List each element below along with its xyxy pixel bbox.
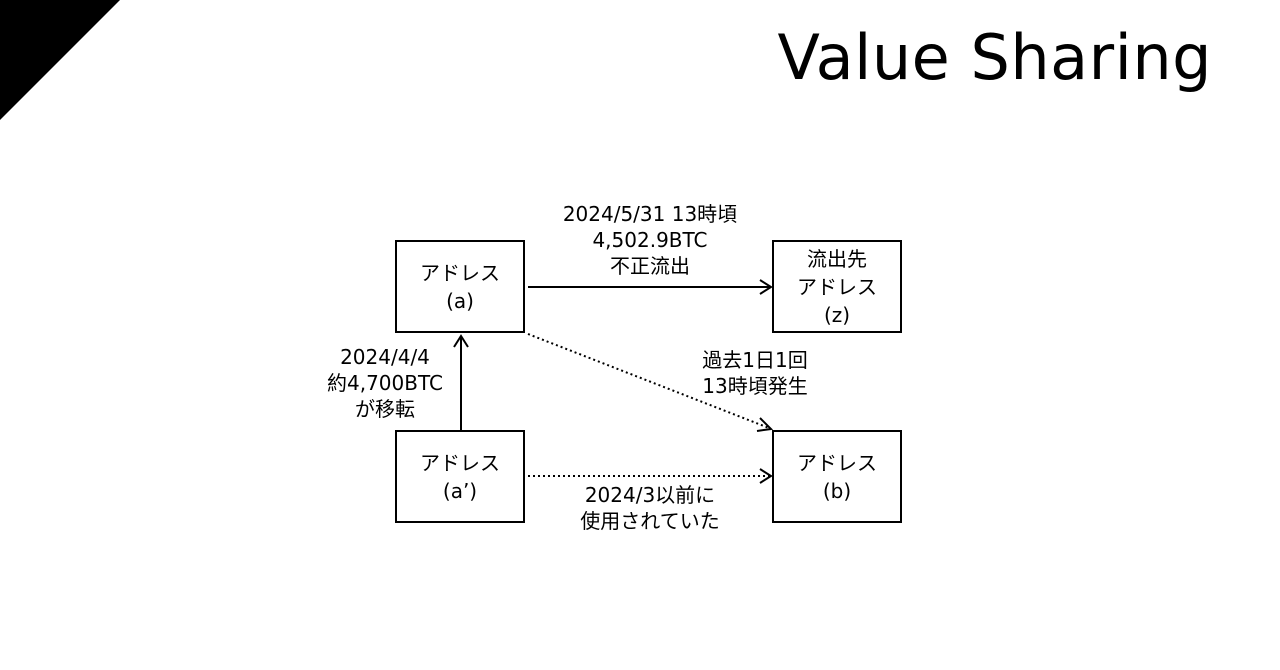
node-address-a-prime-label: アドレス xyxy=(420,450,500,475)
node-address-z-label: アドレス xyxy=(797,274,877,299)
edge-label-a-to-z-date: 2024/5/31 13時頃 xyxy=(562,202,738,226)
edge-label-aprime-to-b-date: 2024/3以前に xyxy=(584,483,716,507)
arrow-head-a-to-b xyxy=(756,417,774,432)
node-address-z-id: (z) xyxy=(823,302,851,327)
edge-label-a-to-b: 過去1日1回 13時頃発生 xyxy=(680,347,830,399)
node-address-a: アドレス (a) xyxy=(395,240,525,333)
corner-triangle-decoration xyxy=(0,0,120,120)
node-address-a-prime: アドレス (a’) xyxy=(395,430,525,523)
node-address-b: アドレス (b) xyxy=(772,430,902,523)
edge-label-aprime-to-b: 2024/3以前に 使用されていた xyxy=(560,482,740,534)
edge-label-aprime-to-a-date: 2024/4/4 xyxy=(340,345,430,369)
node-address-a-label: アドレス xyxy=(420,260,500,285)
arrow-head-a-to-z xyxy=(759,279,773,295)
arrow-head-aprime-to-a xyxy=(453,334,469,348)
edge-label-a-to-b-frequency: 過去1日1回 xyxy=(702,348,808,372)
edge-label-aprime-to-a-note: が移転 xyxy=(355,397,415,421)
node-address-z-prefix: 流出先 xyxy=(807,246,867,271)
arrow-a-to-b xyxy=(527,333,770,429)
node-address-b-label: アドレス xyxy=(797,450,877,475)
node-address-z: 流出先 アドレス (z) xyxy=(772,240,902,333)
edge-label-a-to-z-amount: 4,502.9BTC xyxy=(592,228,708,252)
arrow-head-aprime-to-b xyxy=(759,468,773,484)
node-address-a-prime-id: (a’) xyxy=(442,478,478,503)
slide-title: Value Sharing xyxy=(777,21,1212,94)
edge-label-aprime-to-a-amount: 約4,700BTC xyxy=(327,371,443,395)
node-address-b-id: (b) xyxy=(822,478,852,503)
edge-label-a-to-b-time: 13時頃発生 xyxy=(702,374,808,398)
edge-label-aprime-to-a: 2024/4/4 約4,700BTC が移転 xyxy=(300,344,470,422)
edge-label-a-to-z: 2024/5/31 13時頃 4,502.9BTC 不正流出 xyxy=(530,201,770,279)
node-address-a-id: (a) xyxy=(446,288,474,313)
edge-label-a-to-z-note: 不正流出 xyxy=(610,254,690,278)
edge-label-aprime-to-b-note: 使用されていた xyxy=(580,509,720,533)
